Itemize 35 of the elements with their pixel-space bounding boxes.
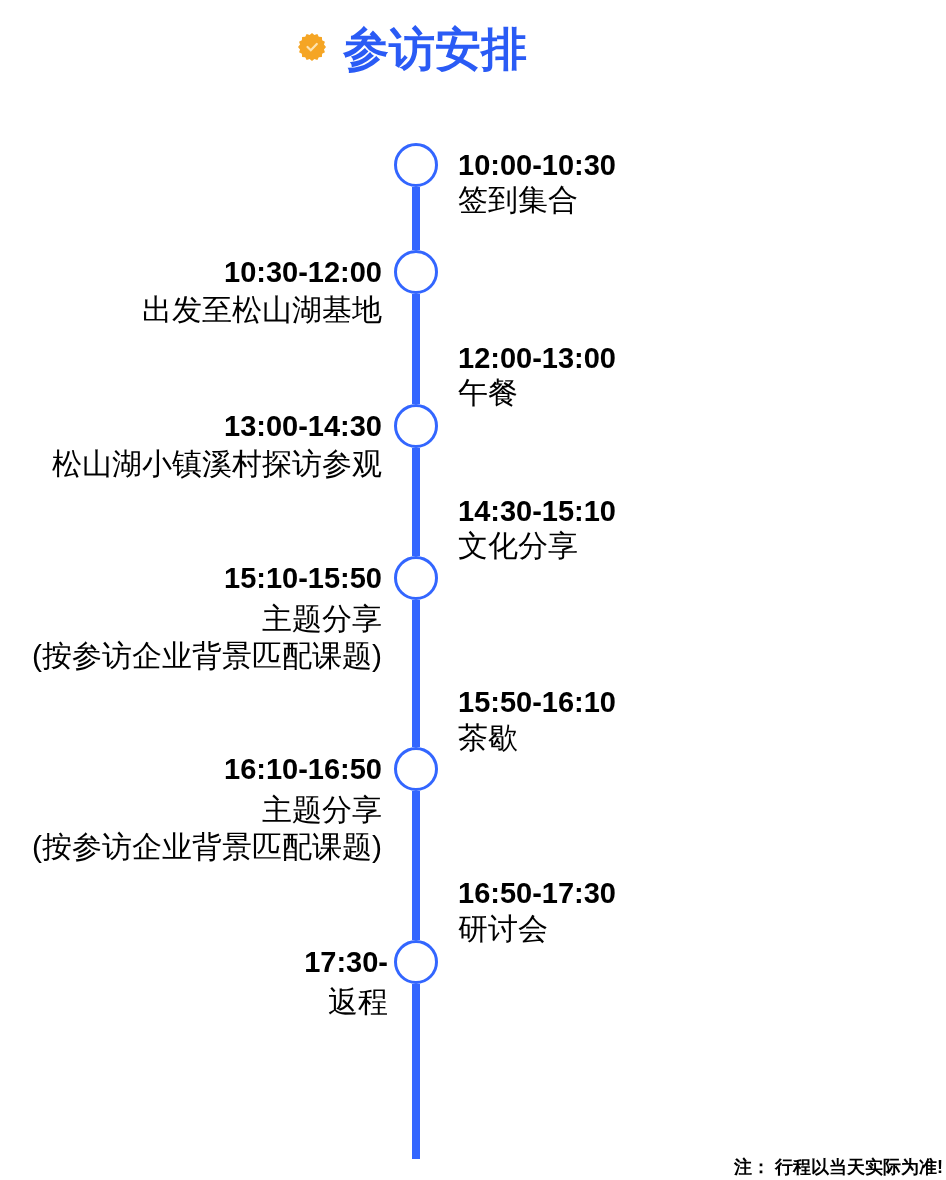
event-description: 松山湖小镇溪村探访参观: [52, 447, 382, 481]
time-range: 10:00-10:30: [458, 148, 616, 182]
time-range: 15:50-16:10: [458, 685, 616, 719]
timeline-node: [394, 250, 438, 294]
title: 参访安排: [343, 22, 527, 76]
timeline-node: [394, 940, 438, 984]
event-description: 签到集合: [458, 183, 578, 217]
time-range: 12:00-13:00: [458, 341, 616, 375]
event-description: (按参访企业背景匹配课题): [32, 639, 382, 673]
time-range: 13:00-14:30: [224, 409, 382, 443]
event-description: 研讨会: [458, 912, 548, 946]
event-description: 文化分享: [458, 529, 578, 563]
time-range: 14:30-15:10: [458, 494, 616, 528]
event-description: 主题分享: [262, 602, 382, 636]
time-range: 15:10-15:50: [224, 561, 382, 595]
timeline-line: [412, 448, 420, 556]
time-range: 16:10-16:50: [224, 752, 382, 786]
event-description: 主题分享: [262, 793, 382, 827]
event-description: 出发至松山湖基地: [142, 293, 382, 327]
timeline-node: [394, 556, 438, 600]
event-description: 返程: [328, 985, 388, 1019]
event-description: 茶歇: [458, 721, 518, 755]
time-range: 16:50-17:30: [458, 876, 616, 910]
timeline-line: [412, 600, 420, 747]
timeline-line: [412, 791, 420, 940]
timeline-node: [394, 143, 438, 187]
event-description: 午餐: [458, 376, 518, 410]
time-range: 17:30-: [304, 945, 388, 979]
timeline-node: [394, 404, 438, 448]
timeline-line: [412, 294, 420, 404]
event-description: (按参访企业背景匹配课题): [32, 830, 382, 864]
timeline-line: [412, 187, 420, 250]
footnote-text: 注： 行程以当天实际为准!: [734, 1156, 943, 1179]
time-range: 10:30-12:00: [224, 255, 382, 289]
timeline-node: [394, 747, 438, 791]
